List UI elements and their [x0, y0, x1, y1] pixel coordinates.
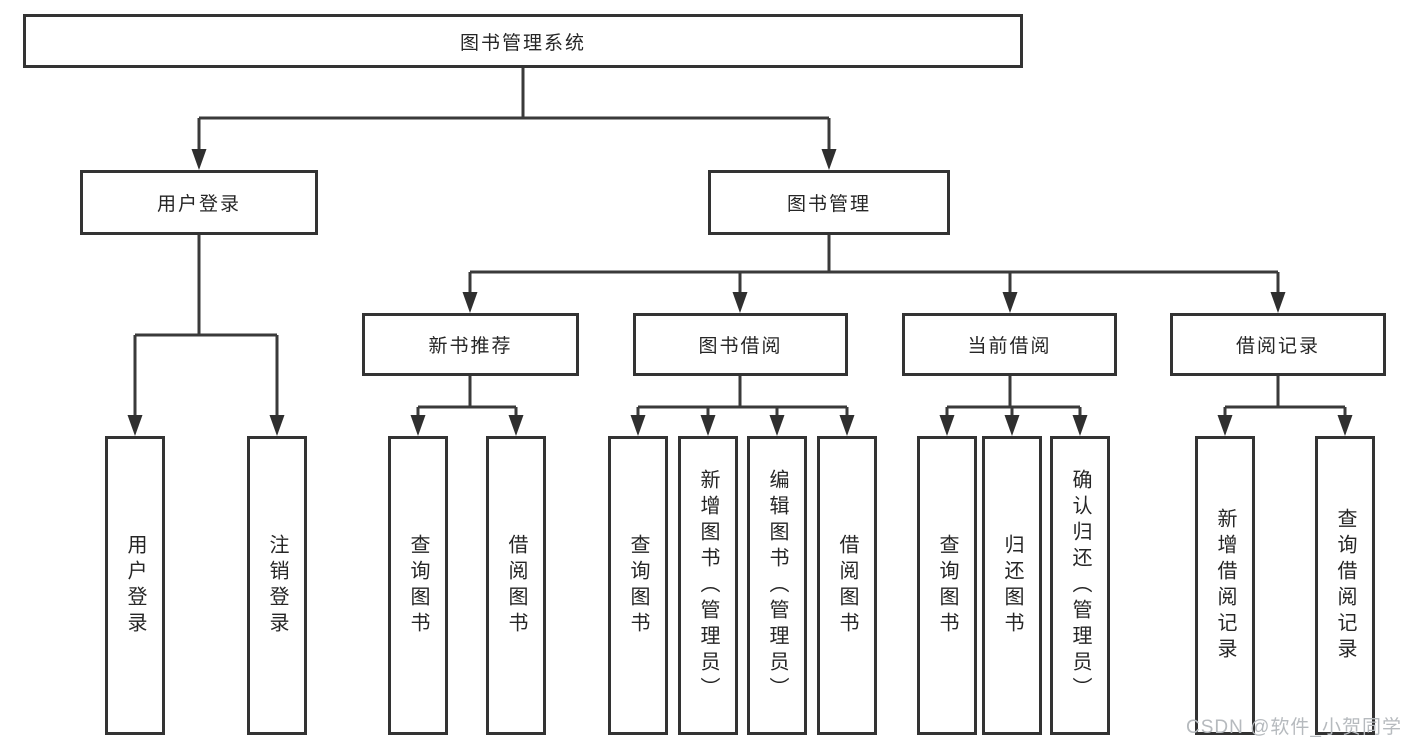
node-book-borrow: 图书借阅 — [633, 313, 848, 376]
node-add-borrow-record: 新增借阅记录 — [1195, 436, 1255, 735]
arrow-down-icons — [127, 149, 1353, 436]
node-query-book-current: 查询图书 — [917, 436, 977, 735]
node-user-login: 用户登录 — [80, 170, 318, 235]
node-book-management-system: 图书管理系统 — [23, 14, 1023, 68]
node-return-book: 归还图书 — [982, 436, 1042, 735]
node-add-book-admin: 新增图书（管理员） — [678, 436, 738, 735]
node-borrow-book: 借阅图书 — [817, 436, 877, 735]
node-query-borrow-record: 查询借阅记录 — [1315, 436, 1375, 735]
node-borrow-book-recommend: 借阅图书 — [486, 436, 546, 735]
node-new-book-recommend: 新书推荐 — [362, 313, 579, 376]
node-borrow-records: 借阅记录 — [1170, 313, 1386, 376]
csdn-watermark: CSDN @软件_小贺同学 — [1186, 717, 1402, 738]
node-query-book-recommend: 查询图书 — [388, 436, 448, 735]
node-edit-book-admin: 编辑图书（管理员） — [747, 436, 807, 735]
node-current-borrow: 当前借阅 — [902, 313, 1117, 376]
node-user-login-leaf: 用户登录 — [105, 436, 165, 735]
node-query-book-borrow: 查询图书 — [608, 436, 668, 735]
node-logout: 注销登录 — [247, 436, 307, 735]
node-book-management: 图书管理 — [708, 170, 950, 235]
connector-segments — [133, 68, 1347, 418]
node-confirm-return-admin: 确认归还（管理员） — [1050, 436, 1110, 735]
